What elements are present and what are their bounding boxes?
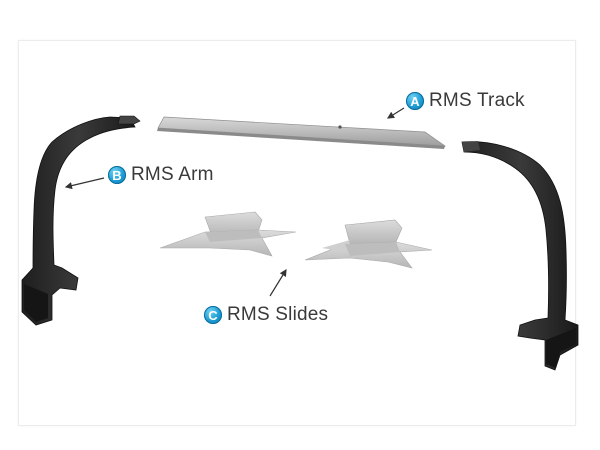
callout-label-arm: RMS Arm [131,164,214,185]
rms-arm-left-part [21,115,141,326]
rms-slide-right-part [304,219,433,269]
badge-c-icon: C [204,306,222,324]
callout-label-slides: RMS Slides [227,304,329,325]
arrow-a [386,107,405,119]
callout-rms-arm: B RMS Arm [108,164,214,186]
badge-a-icon: A [406,92,424,110]
figure-frame [18,40,576,426]
arrow-c [269,268,287,297]
arrow-b [64,177,105,190]
rms-arm-right-part [461,141,579,371]
badge-b-icon: B [108,166,126,184]
rms-track-part [157,116,447,149]
callout-rms-slides: C RMS Slides [204,304,328,326]
callout-rms-track: A RMS Track [406,90,525,112]
rms-slide-left-part [159,211,297,257]
callout-label-track: RMS Track [429,90,525,111]
